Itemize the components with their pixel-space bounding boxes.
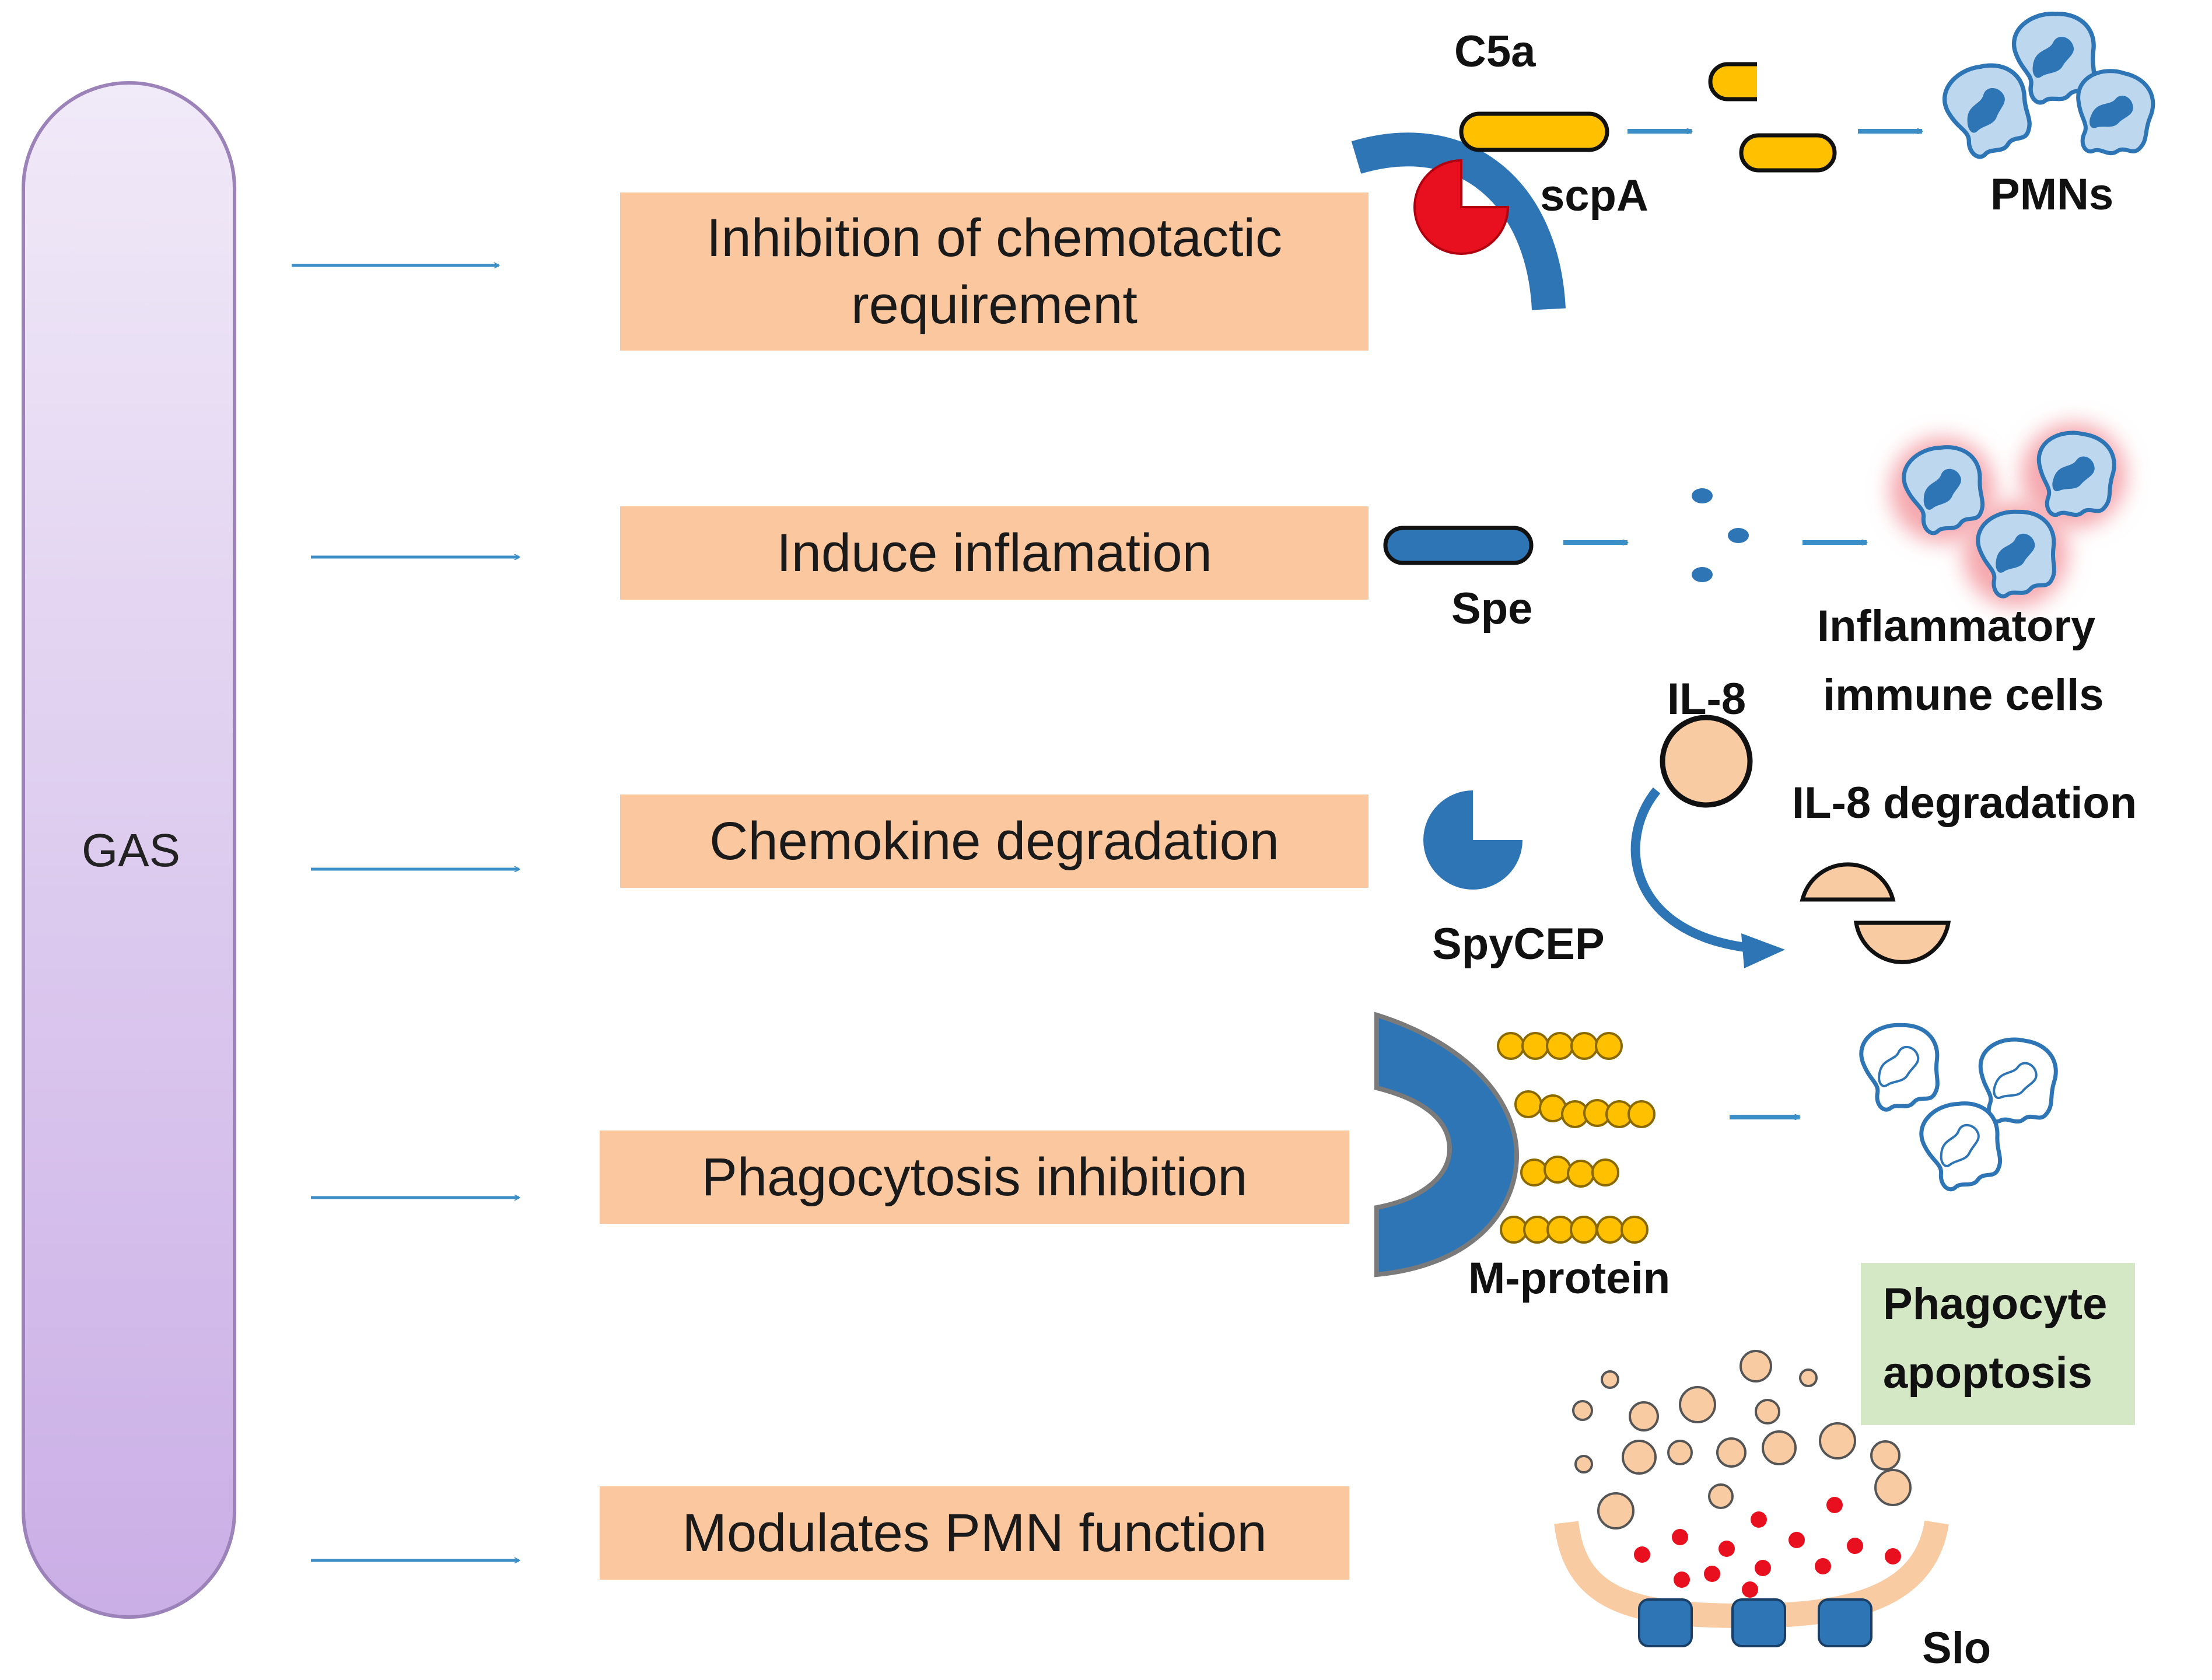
il8-label: IL-8 xyxy=(1667,674,1746,724)
spe-fragment-2 xyxy=(1728,528,1749,543)
mechanism-box-1-text: Inhibition of chemotactic requirement xyxy=(706,205,1282,339)
mechanism-2-text: Induce inflamation xyxy=(776,523,1212,583)
degradation-arrowhead xyxy=(1741,933,1785,968)
inflammatory-label-line2: immune cells xyxy=(1823,670,2104,720)
degradation-arrow xyxy=(1630,787,1751,953)
phagocyte-apoptosis-line2: apoptosis xyxy=(1883,1348,2092,1398)
mechanism-1-line1: Inhibition of chemotactic xyxy=(706,208,1282,268)
pmns-label: PMNs xyxy=(1990,170,2114,219)
spycep-pacman xyxy=(1423,790,1522,890)
mprotein-chains xyxy=(1497,1032,1656,1244)
phagocyte-cell-1 xyxy=(1859,1022,1942,1112)
mechanism-box-4: Phagocytosis inhibition xyxy=(600,1130,1349,1224)
c5a-fragment-large xyxy=(1739,133,1837,173)
mechanism-1-line2: requirement xyxy=(851,275,1138,335)
spe-label: Spe xyxy=(1451,584,1533,634)
inflammatory-cells xyxy=(1890,423,2126,607)
left-arrows xyxy=(292,265,519,1560)
il8-half-bottom xyxy=(1853,921,1951,964)
scpa-shape xyxy=(1413,159,1510,255)
gas-bar xyxy=(22,81,236,1619)
mprotein-label: M-protein xyxy=(1468,1254,1671,1303)
phagocyte-apoptosis-line1: Phagocyte xyxy=(1883,1279,2108,1329)
spycep-label: SpyCEP xyxy=(1432,919,1605,969)
slo-pores xyxy=(1638,1598,1873,1647)
slo-red-dots xyxy=(1634,1497,1901,1598)
c5a-label: C5a xyxy=(1454,27,1536,76)
mechanism-box-5: Modulates PMN function xyxy=(600,1486,1349,1580)
c5a-bar xyxy=(1459,111,1609,152)
mechanism-3-text: Chemokine degradation xyxy=(709,811,1279,871)
il8-degradation-label: IL-8 degradation xyxy=(1792,778,2137,828)
mechanism-box-1: Inhibition of chemotactic requirement xyxy=(620,192,1368,351)
c5a-fragment-small xyxy=(1708,62,1757,102)
inflammatory-label-line1: Inflammatory xyxy=(1817,601,2096,651)
spe-bar xyxy=(1383,526,1534,565)
mprotein-arc xyxy=(1374,1012,1520,1278)
slo-label: Slo xyxy=(1922,1623,1992,1673)
spe-fragment-1 xyxy=(1692,488,1713,503)
spe-fragment-3 xyxy=(1692,567,1713,582)
mechanism-box-2: Induce inflamation xyxy=(620,506,1368,600)
gas-label: GAS xyxy=(82,824,180,876)
mechanism-4-text: Phagocytosis inhibition xyxy=(701,1147,1248,1207)
il8-circle xyxy=(1660,715,1753,808)
mechanism-5-text: Modulates PMN function xyxy=(682,1503,1267,1563)
il8-half-top xyxy=(1800,862,1896,902)
scpa-label: scpA xyxy=(1540,171,1648,220)
mechanism-box-3: Chemokine degradation xyxy=(620,794,1368,888)
phagocyte-apoptosis-box xyxy=(1861,1263,2135,1425)
pmn-cell-2 xyxy=(1938,57,2037,162)
inflammatory-cell-2 xyxy=(2034,430,2117,520)
bacterial-wall-arc xyxy=(1351,132,1566,310)
